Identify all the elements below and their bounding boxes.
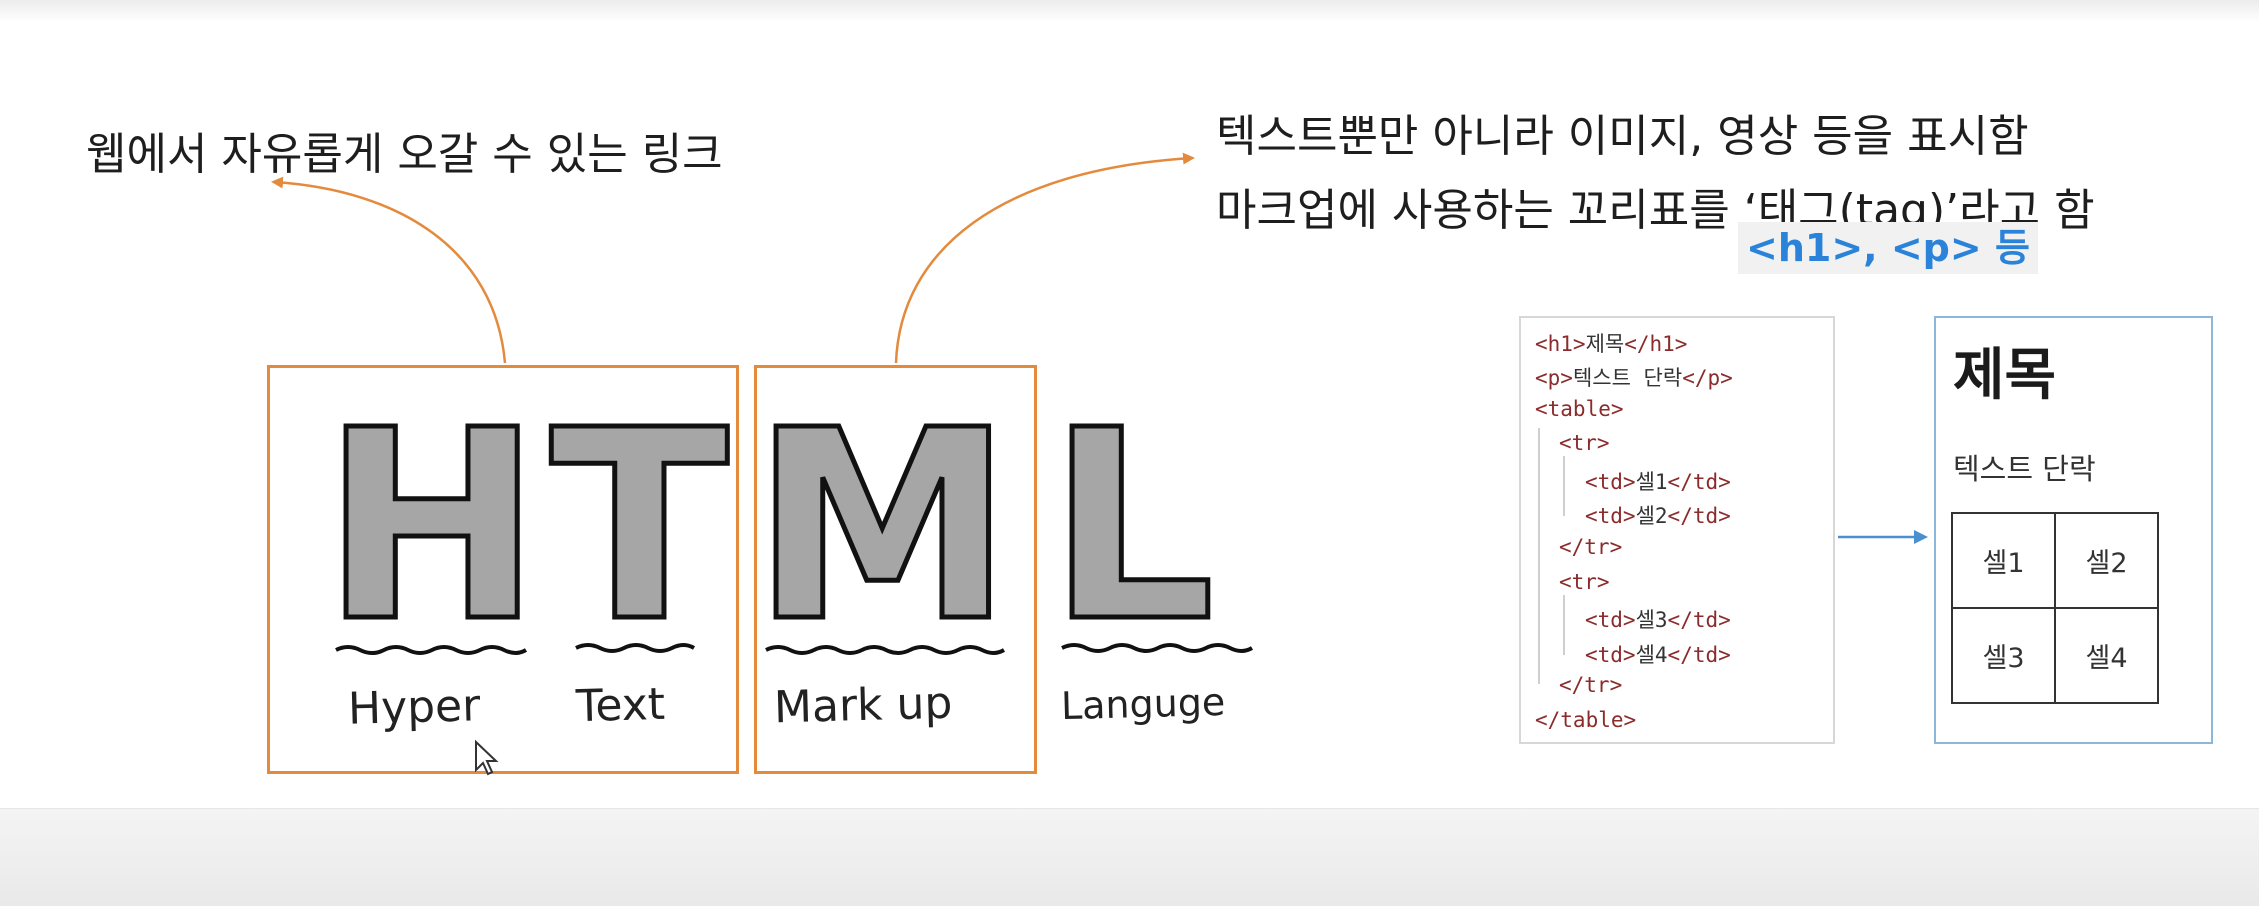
code-line: </tr> [1559, 535, 1622, 559]
table-row: 셀1 셀2 [1952, 513, 2158, 608]
code-line: <tr> [1559, 431, 1610, 455]
code-line: </tr> [1559, 673, 1622, 697]
table-cell: 셀1 [1952, 513, 2055, 608]
indent-guide [1563, 595, 1565, 655]
code-line: <tr> [1559, 570, 1610, 594]
preview-paragraph: 텍스트 단락 [1953, 446, 2096, 488]
table-cell: 셀2 [2055, 513, 2158, 608]
indent-guide [1538, 428, 1540, 684]
code-line: <td>셀3</td> [1585, 604, 1731, 634]
code-line: <td>셀1</td> [1585, 466, 1731, 496]
table-row: 셀3 셀4 [1952, 608, 2158, 703]
table-cell: 셀3 [1952, 608, 2055, 703]
code-line: <p>텍스트 단락</p> [1535, 362, 1733, 392]
squiggle-l [1062, 645, 1252, 651]
code-line: <h1>제목</h1> [1535, 328, 1687, 358]
arrow-to-markup-caption [896, 158, 1192, 363]
bottom-bar [0, 808, 2259, 906]
squiggle-h [336, 647, 526, 653]
squiggle-t [576, 645, 694, 651]
code-line: <td>셀4</td> [1585, 639, 1731, 669]
table-cell: 셀4 [2055, 608, 2158, 703]
mouse-cursor [476, 742, 496, 774]
arrow-to-hyper-text-caption [274, 182, 505, 363]
code-line: </table> [1535, 708, 1636, 732]
preview-table: 셀1 셀2 셀3 셀4 [1951, 512, 2159, 704]
code-line: <td>셀2</td> [1585, 500, 1731, 530]
code-line: <table> [1535, 397, 1624, 421]
indent-guide [1563, 456, 1565, 516]
rendered-preview-panel: 제목 텍스트 단락 셀1 셀2 셀3 셀4 [1934, 316, 2213, 744]
html-code-panel: <h1>제목</h1> <p>텍스트 단락</p> <table> <tr> <… [1519, 316, 1835, 744]
preview-heading: 제목 [1953, 330, 2056, 411]
squiggle-m [766, 647, 1004, 653]
